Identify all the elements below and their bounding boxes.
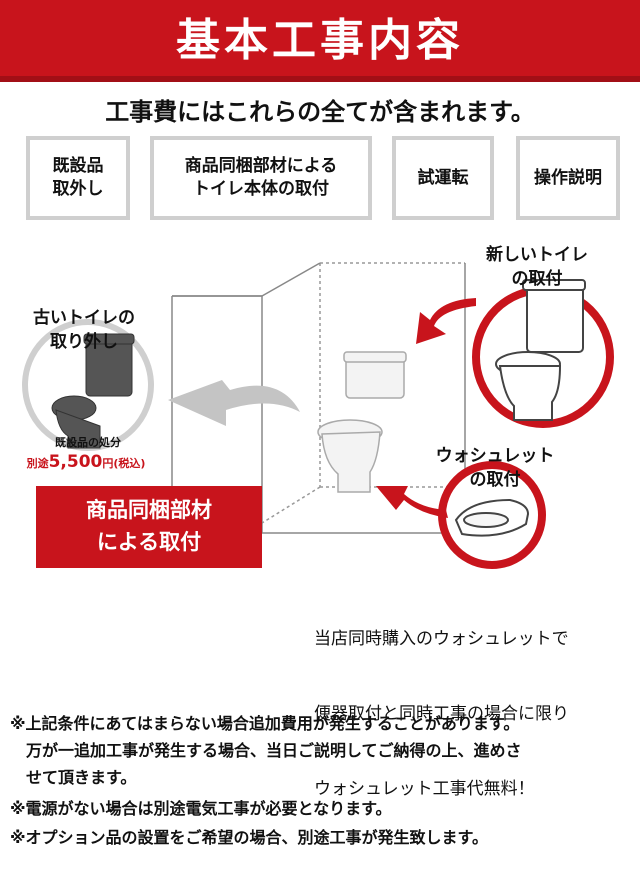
new-toilet: [495, 279, 586, 421]
washlet-label: ウォシュレット の取付: [420, 444, 570, 492]
new-toilet-label-line: の取付: [511, 269, 563, 289]
included-box-line: 取外し: [52, 179, 104, 199]
old-toilet-label: 古いトイレの 取り外し: [14, 306, 154, 354]
footnote: ※電源がない場合は別途電気工事が必要となります。: [10, 799, 392, 818]
bundled-parts-banner: 商品同梱部材 による取付: [36, 486, 262, 568]
included-box-line: トイレ本体の取付: [193, 179, 329, 199]
new-toilet-label: 新しいトイレ の取付: [462, 243, 612, 291]
note-line: ウォシュレット工事代無料！: [314, 779, 535, 799]
disposal-price: 別途5,500円(税込): [6, 452, 166, 472]
included-box-installation: 商品同梱部材による トイレ本体の取付: [150, 136, 372, 220]
old-toilet-label-line: 古いトイレの: [33, 308, 135, 328]
grey-arrow: [168, 380, 300, 426]
footnote: 万が一追加工事が発生する場合、当日ご説明してご納得の上、進めさ: [10, 741, 522, 760]
included-box-line: 操作説明: [534, 167, 602, 188]
washlet-note: 当店同時購入のウォシュレットで 便器取付と同時工事の場合に限り ウォシュレット工…: [314, 577, 569, 827]
page-title: 基本工事内容: [176, 15, 464, 66]
included-box-removal: 既設品 取外し: [26, 136, 130, 220]
banner-line: 商品同梱部材: [86, 498, 212, 522]
washlet-seat: [454, 498, 530, 537]
header-stripe: [0, 76, 640, 82]
note-line: 当店同時購入のウォシュレットで: [314, 629, 569, 649]
red-arrow-washlet: [376, 486, 448, 518]
included-box-line: 既設品: [52, 156, 104, 177]
note-line: 便器取付と同時工事の場合に限り: [314, 704, 569, 724]
price-prefix: 別途: [26, 457, 49, 470]
price-tax: (税込): [113, 457, 146, 470]
old-toilet: [51, 333, 135, 449]
price-value: 5,500: [48, 452, 103, 472]
red-arrow-new: [416, 298, 476, 344]
footnote: せて頂きます。: [10, 768, 137, 787]
included-box-instructions: 操作説明: [516, 136, 620, 220]
new-toilet-label-line: 新しいトイレ: [486, 245, 588, 265]
included-box-line: 試運転: [417, 167, 469, 188]
disposal-label: 既設品の処分: [55, 436, 121, 449]
washlet-label-line: の取付: [469, 470, 521, 490]
subtitle: 工事費にはこれらの全てが含まれます。: [105, 98, 535, 126]
footnote: ※オプション品の設置をご希望の場合、別途工事が発生致します。: [10, 828, 488, 847]
ghost-toilet: [317, 351, 407, 493]
header-banner: 基本工事内容: [0, 0, 640, 82]
washlet-label-line: ウォシュレット: [435, 446, 555, 466]
footnote: ※上記条件にあてはまらない場合追加費用が発生することがあります。: [10, 714, 520, 733]
included-box-line: 商品同梱部材による: [184, 156, 338, 177]
old-toilet-label-line: 取り外し: [50, 332, 118, 352]
banner-line: による取付: [96, 530, 202, 554]
included-box-test-run: 試運転: [392, 136, 494, 220]
price-suffix: 円: [102, 457, 114, 470]
